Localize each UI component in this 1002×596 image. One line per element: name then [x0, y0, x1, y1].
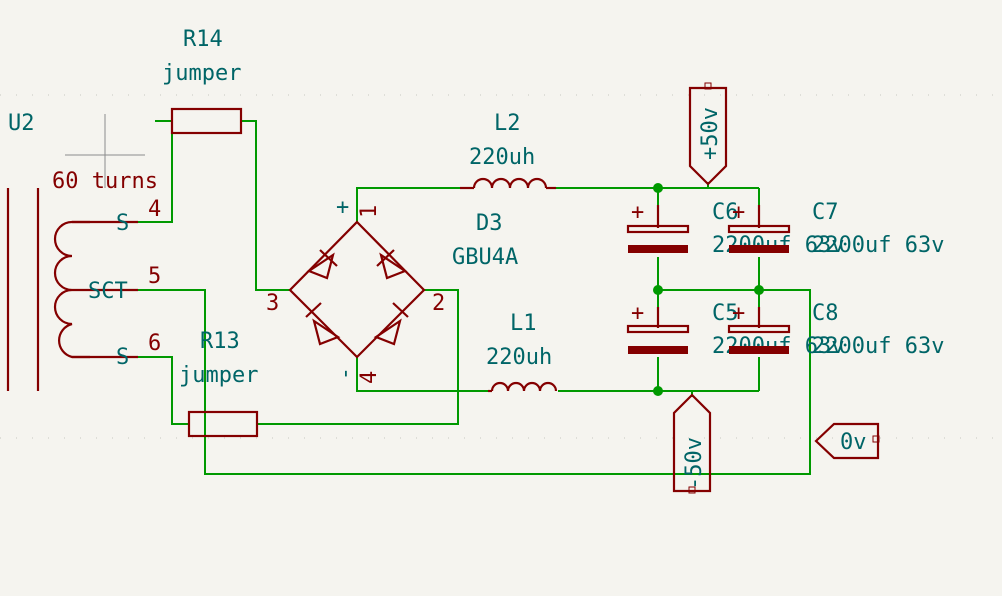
power-flag-neg50v[interactable]: -50v — [672, 393, 712, 494]
u2-pin4-number: 4 — [148, 197, 161, 222]
d3-plus-label: + — [336, 195, 349, 220]
power-flag-0v[interactable]: 0v — [814, 422, 880, 460]
r13-ref: R13 — [200, 329, 240, 354]
inductor-l2[interactable]: L2 220uh — [460, 111, 556, 190]
u2-pin5-name: SCT — [88, 279, 128, 304]
u2-pin6-name: S — [116, 345, 129, 370]
l2-value: 220uh — [469, 145, 535, 170]
u2-pin5-number: 5 — [148, 264, 161, 289]
resistor-r13[interactable]: R13 jumper — [179, 329, 258, 438]
resistor-r14[interactable]: R14 jumper — [162, 27, 243, 135]
inductor-l1[interactable]: L1 220uh — [486, 311, 558, 393]
c6-plus: + — [631, 200, 644, 225]
c8-ref: C8 — [812, 301, 839, 326]
d3-pin2-number: 2 — [432, 291, 445, 316]
d3-minus-label: - — [334, 367, 359, 380]
r14-value: jumper — [162, 61, 241, 86]
u2-pin4-name: S — [116, 211, 129, 236]
c7-plus: + — [732, 200, 745, 225]
junctions — [653, 183, 764, 396]
l1-ref: L1 — [510, 311, 537, 336]
c6-ref: C6 — [712, 200, 739, 225]
capacitor-c8[interactable]: + C8 2200uf 63v — [727, 301, 944, 359]
d3-value: GBU4A — [452, 245, 518, 270]
c7-ref: C7 — [812, 200, 839, 225]
l2-ref: L2 — [494, 111, 521, 136]
power-flag-pos50v[interactable]: +50v — [688, 82, 728, 186]
c5-ref: C5 — [712, 301, 739, 326]
gnd-label: 0v — [840, 430, 867, 455]
d3-pin3-number: 3 — [266, 291, 279, 316]
c7-value: 2200uf 63v — [812, 233, 944, 258]
d3-pin4-number: 4 — [357, 371, 382, 384]
r14-ref: R14 — [183, 27, 223, 52]
neg50v-label: -50v — [682, 437, 707, 490]
u2-ref: U2 — [8, 111, 35, 136]
u2-value: 60 turns — [52, 169, 158, 194]
c8-value: 2200uf 63v — [812, 334, 944, 359]
l1-value: 220uh — [486, 345, 552, 370]
pos50v-label: +50v — [698, 107, 723, 160]
c5-plus: + — [631, 301, 644, 326]
transformer-u2[interactable]: U2 60 turns 4 5 6 S SCT S — [6, 111, 161, 391]
r13-value: jumper — [179, 363, 258, 388]
d3-pin1-number: 1 — [357, 205, 382, 218]
c8-plus: + — [732, 301, 745, 326]
bridge-rectifier-d3[interactable]: 1 2 3 4 + - D3 GBU4A — [266, 195, 518, 384]
capacitor-c7[interactable]: + C7 2200uf 63v — [727, 200, 944, 258]
u2-pin6-number: 6 — [148, 331, 161, 356]
d3-ref: D3 — [476, 211, 503, 236]
